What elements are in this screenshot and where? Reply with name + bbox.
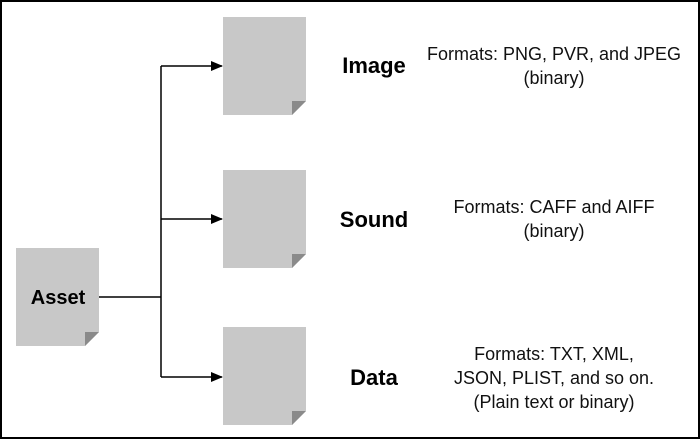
image-document (223, 17, 306, 115)
image-document-page (223, 17, 306, 115)
image-description-line: (binary) (523, 68, 585, 88)
sound-document-fold (292, 254, 306, 268)
asset-document-fold (85, 332, 99, 346)
data-document (223, 327, 306, 425)
data-description-line: JSON, PLIST, and so on. (453, 368, 655, 388)
image-label: Image (342, 53, 406, 78)
data-label: Data (350, 365, 398, 390)
sound-label: Sound (340, 207, 408, 232)
data-document-fold (292, 411, 306, 425)
asset-document-page (16, 248, 99, 346)
sound-document (223, 170, 306, 268)
data-description-line: (Plain text or binary) (473, 392, 635, 412)
image-document-fold (292, 101, 306, 115)
data-document-page (223, 327, 306, 425)
sound-description: Formats: CAFF and AIFF (binary) (412, 195, 696, 243)
image-description-line: Formats: PNG, PVR, and JPEG (426, 44, 682, 64)
sound-description-line: (binary) (523, 221, 585, 241)
data-description-line: Formats: TXT, XML, (474, 344, 634, 364)
asset-label: Asset (31, 287, 86, 309)
sound-description-line: Formats: CAFF and AIFF (453, 197, 655, 217)
asset-document: Asset (16, 248, 99, 346)
connector-lines (99, 61, 223, 382)
data-description: Formats: TXT, XML, JSON, PLIST, and so o… (412, 342, 696, 414)
sound-document-page (223, 170, 306, 268)
image-description: Formats: PNG, PVR, and JPEG (binary) (412, 42, 696, 90)
